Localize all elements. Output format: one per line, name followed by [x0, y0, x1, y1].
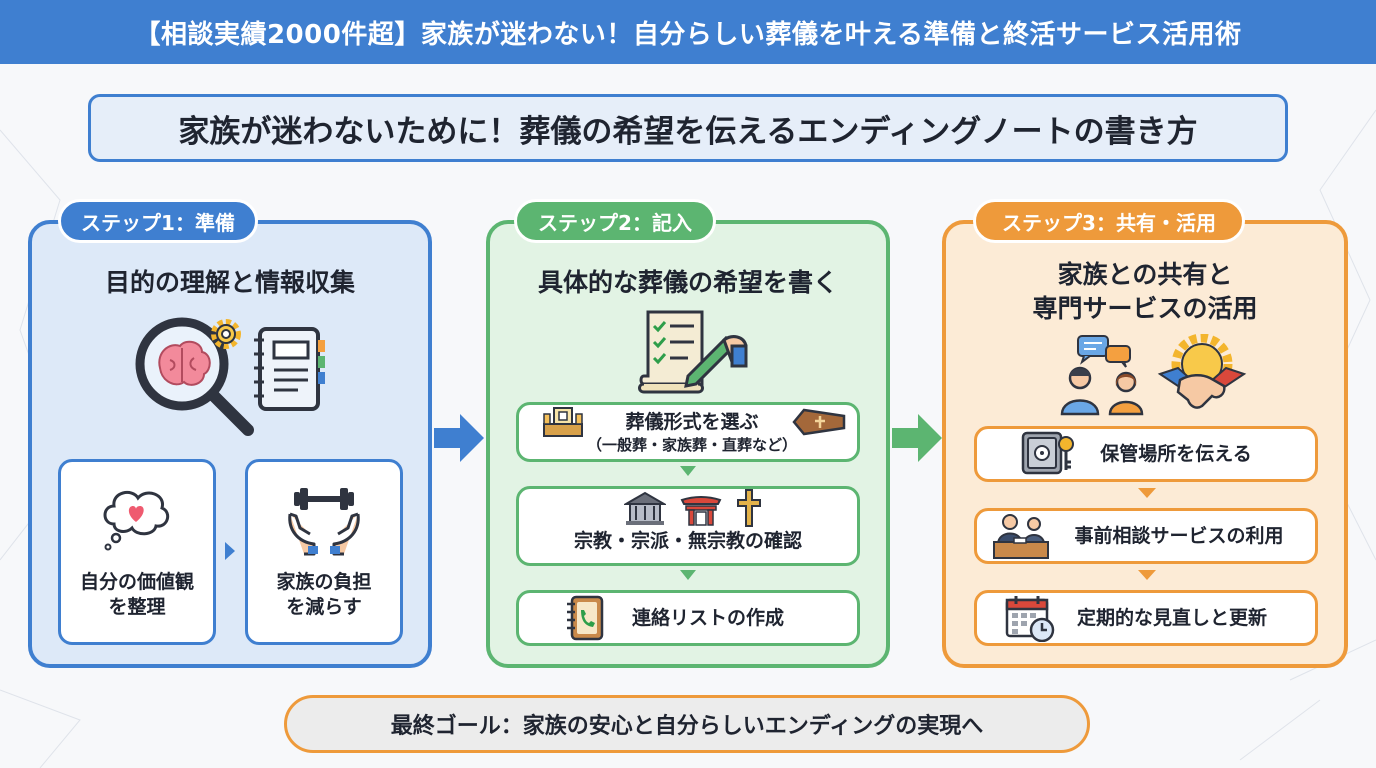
step2-item-funeral-format-line1: 葬儀形式を選ぶ: [625, 410, 759, 433]
step3-item-consultation-text: 事前相談サービスの利用: [1074, 524, 1284, 547]
step1-label: ステップ1：準備: [58, 199, 258, 243]
step2-item-funeral-format-line2: （一般葬・家族葬・直葬など）: [586, 435, 797, 454]
step2-label: ステップ2：記入: [514, 199, 716, 243]
step3-label: ステップ3：共有・活用: [973, 199, 1245, 243]
step3-item-storage-text: 保管場所を伝える: [1100, 442, 1252, 465]
scroll-checklist-icon: [638, 310, 748, 394]
handshake-gear-icon: [1157, 334, 1247, 409]
step3-title-line1: 家族との共有と: [1057, 260, 1233, 289]
flow-arrow-step2-to-step3: [892, 414, 942, 462]
coffin-icon: [792, 408, 846, 436]
gear-icon: [211, 319, 241, 349]
altar-icon: [543, 407, 583, 437]
step3-down-arrow-2: [1138, 570, 1156, 580]
step2-item-religion-text: 宗教・宗派・無宗教の確認: [573, 529, 802, 552]
shrine-icon: [680, 496, 722, 526]
step1-item-values-line2: を整理: [108, 596, 166, 618]
step3-title-line2: 専門サービスの活用: [1032, 294, 1258, 323]
step2-item-contact-list-text: 連絡リストの作成: [631, 606, 784, 629]
step1-item-burden-line1: 家族の負担: [276, 571, 372, 593]
step2-item-contact-list: 連絡リストの作成: [516, 590, 860, 646]
safe-key-icon: [1021, 431, 1074, 475]
step1-item-burden: 家族の負担 を減らす: [245, 459, 403, 645]
final-goal-banner: 最終ゴール：家族の安心と自分らしいエンディングの実現へ: [284, 695, 1090, 753]
page-banner-title: 【相談実績2000件超】家族が迷わない！自分らしい葬儀を叶える準備と終活サービス…: [0, 0, 1376, 64]
heart-thought-icon: [103, 490, 170, 551]
cross-icon: [737, 489, 761, 527]
hands-dumbbell-icon: [288, 488, 360, 556]
step1-item-values: 自分の価値観 を整理: [58, 459, 216, 645]
step1-title: 目的の理解と情報収集: [104, 268, 355, 297]
step2-down-arrow-1: [680, 466, 696, 476]
step3-item-review-text: 定期的な見直しと更新: [1076, 606, 1267, 629]
consultation-icon: [993, 514, 1049, 559]
temple-icon: [624, 491, 666, 525]
step1-item-burden-line2: を減らす: [286, 596, 362, 618]
phonebook-icon: [567, 595, 604, 641]
calendar-clock-icon: [1005, 596, 1055, 642]
page-subtitle: 家族が迷わないために！葬儀の希望を伝えるエンディングノートの書き方: [88, 94, 1288, 162]
step1-item-values-line1: 自分の価値観: [79, 571, 194, 593]
step2-title: 具体的な葬儀の希望を書く: [537, 268, 838, 297]
notebook-icon: [254, 327, 325, 411]
magnifier-brain-icon: [135, 317, 254, 436]
step3-down-arrow-1: [1138, 488, 1156, 498]
chat-people-icon: [1060, 335, 1144, 416]
step2-down-arrow-2: [680, 570, 696, 580]
flow-arrow-step1-to-step2: [434, 414, 484, 462]
step1-inner-arrow: [225, 542, 235, 560]
step3-title: 家族との共有と 専門サービスの活用: [946, 258, 1344, 326]
